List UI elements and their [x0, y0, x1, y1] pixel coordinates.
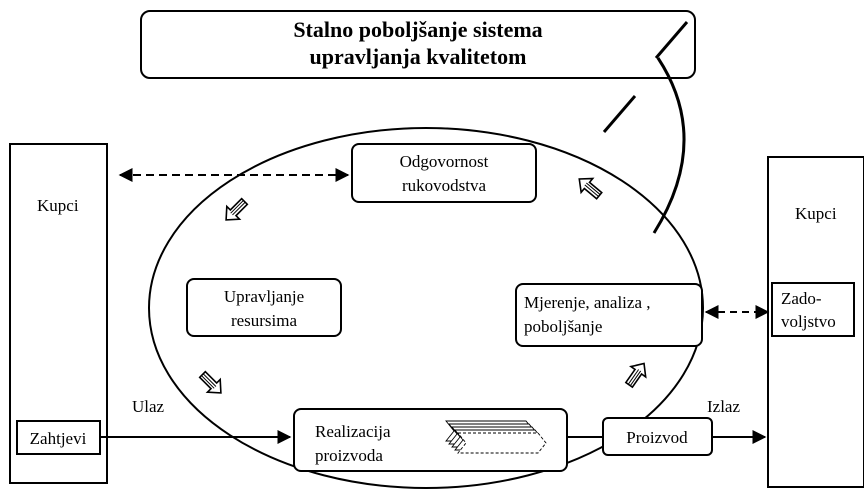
product-realization-line-1: Realizacija — [315, 422, 391, 441]
input-label: Ulaz — [132, 397, 165, 416]
resource-management-line-2: resursima — [231, 311, 298, 330]
resource-management-box — [186, 278, 342, 337]
title-line-2: upravljanja kvalitetom — [310, 44, 527, 69]
cycle-arrow-realization-to-measurement — [620, 357, 653, 391]
requirements-box — [16, 420, 101, 455]
measurement-analysis-line-1: Mjerenje, analiza , — [524, 293, 651, 312]
customers-left-label: Kupci — [37, 196, 79, 215]
resource-management-line-1: Upravljanje — [224, 287, 304, 306]
improvement-curve — [652, 57, 686, 234]
satisfaction-label-line-2: voljstvo — [781, 312, 836, 331]
cycle-arrow-resources-to-realization — [195, 367, 229, 401]
output-label: Izlaz — [707, 397, 740, 416]
process-stack-icon — [445, 420, 547, 454]
title-box — [140, 10, 696, 79]
product-realization-line-2: proizvoda — [315, 446, 383, 465]
requirements-label: Zahtjevi — [30, 429, 87, 448]
cycle-arrow-measurement-to-management — [572, 171, 606, 204]
measurement-analysis-box — [515, 283, 703, 347]
management-responsibility-line-2: rukovodstva — [402, 176, 487, 195]
improvement-tick-upper — [654, 21, 689, 59]
title-line-1: Stalno poboljšanje sistema — [293, 17, 542, 42]
improvement-tick-lower — [602, 95, 637, 133]
customers-right-label: Kupci — [795, 204, 837, 223]
satisfaction-label-line-1: Zado- — [781, 289, 822, 308]
management-responsibility-line-1: Odgovornost — [400, 152, 489, 171]
management-responsibility-box — [351, 143, 537, 203]
satisfaction-box — [771, 282, 855, 337]
product-label: Proizvod — [626, 428, 688, 447]
measurement-analysis-line-2: poboljšanje — [524, 317, 602, 336]
cycle-arrow-management-to-resources — [218, 194, 252, 228]
